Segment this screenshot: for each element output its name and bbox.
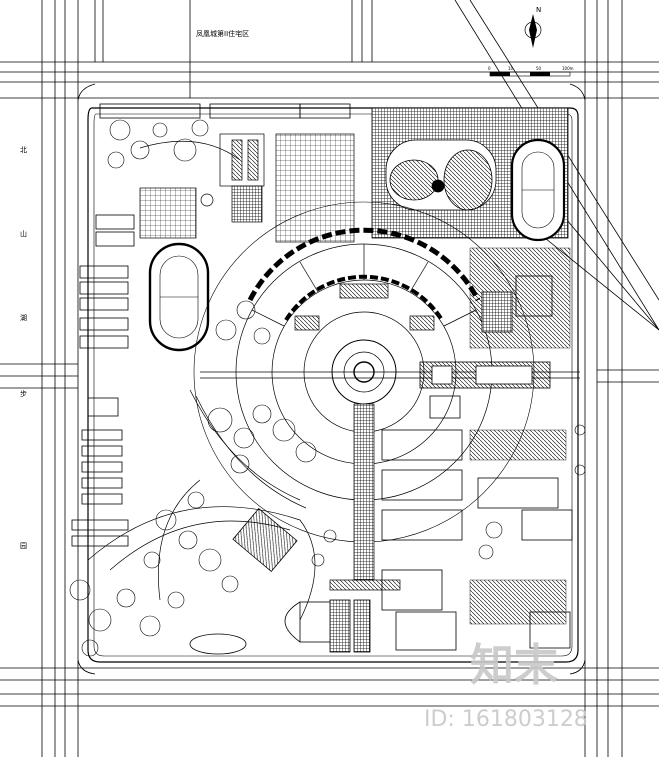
road-name-label: 北 山 湖 步 园 (20, 146, 27, 550)
watermark-id: ID: 161803128 (424, 707, 588, 732)
scale-bar: 0 10 50 100m (488, 66, 574, 77)
running-track (148, 242, 210, 352)
road-char-0: 北 (20, 146, 27, 154)
campus-boundary (87, 107, 579, 663)
road-char-1: 山 (20, 229, 27, 238)
sports-complex (371, 107, 569, 242)
scale-mark-2: 50 (536, 66, 542, 71)
teaching-building-grid (139, 133, 355, 243)
dormitory-blocks (71, 103, 351, 547)
landscape-trees (69, 119, 586, 657)
north-arrow-icon: N (524, 6, 542, 48)
north-label: N (536, 6, 541, 14)
academic-buildings (381, 247, 573, 651)
road-char-3: 步 (20, 390, 27, 398)
road-char-4: 园 (20, 542, 27, 550)
watermark: 知末 ID: 161803128 (424, 640, 588, 732)
scale-mark-3: 100m (562, 66, 574, 71)
district-label: 凤凰城第II住宅区 (196, 29, 249, 38)
road-char-2: 湖 (20, 313, 27, 322)
library-buildings (189, 508, 371, 655)
scale-mark-1: 10 (508, 66, 514, 71)
scale-mark-0: 0 (488, 66, 491, 71)
watermark-logo: 知末 (470, 640, 558, 691)
